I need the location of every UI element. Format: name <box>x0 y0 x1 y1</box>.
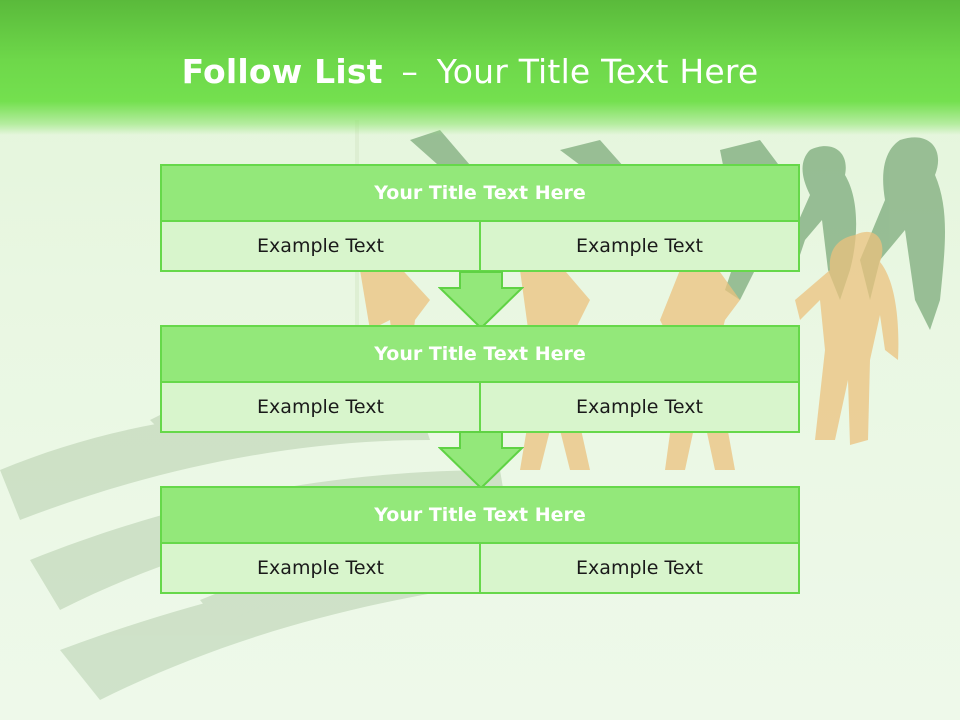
down-arrow-icon <box>438 271 524 330</box>
block-cell-right: Example Text <box>479 383 798 431</box>
down-arrow-icon <box>438 431 524 490</box>
block-cell-right: Example Text <box>479 222 798 270</box>
title-bold: Follow List <box>181 52 383 91</box>
header-band <box>0 0 960 135</box>
list-block-2: Your Title Text Here Example Text Exampl… <box>160 325 800 433</box>
title-text: Your Title Text Here <box>436 52 759 91</box>
list-block-1: Your Title Text Here Example Text Exampl… <box>160 164 800 272</box>
block-row: Example Text Example Text <box>162 222 798 270</box>
block-cell-left: Example Text <box>162 544 479 592</box>
slide-title: Follow List – Your Title Text Here <box>0 52 940 91</box>
block-row: Example Text Example Text <box>162 544 798 592</box>
block-cell-left: Example Text <box>162 222 479 270</box>
block-cell-right: Example Text <box>479 544 798 592</box>
block-row: Example Text Example Text <box>162 383 798 431</box>
title-separator: – <box>401 52 419 91</box>
block-title: Your Title Text Here <box>162 166 798 222</box>
block-title: Your Title Text Here <box>162 327 798 383</box>
block-cell-left: Example Text <box>162 383 479 431</box>
list-block-3: Your Title Text Here Example Text Exampl… <box>160 486 800 594</box>
block-title: Your Title Text Here <box>162 488 798 544</box>
